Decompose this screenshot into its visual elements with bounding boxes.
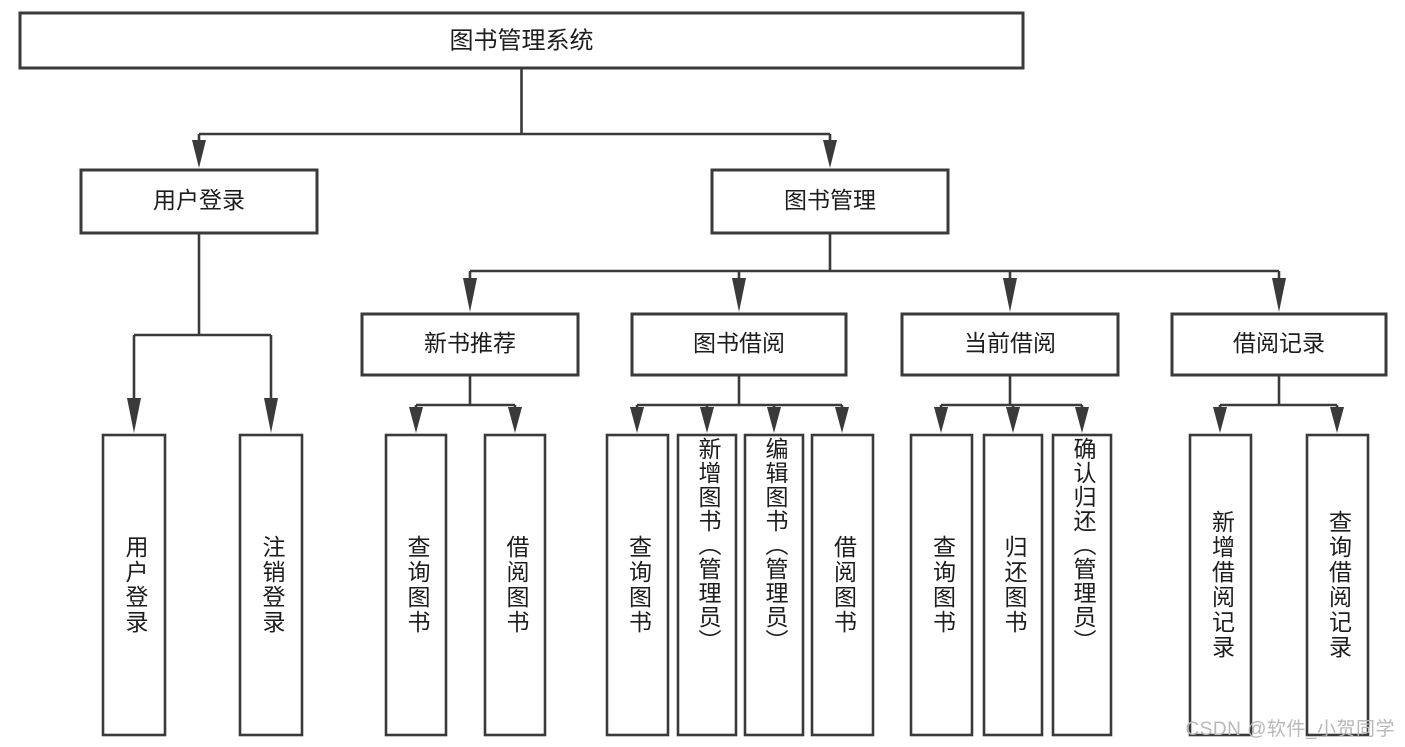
node-book-management[interactable]: 图书管理 <box>710 168 950 235</box>
arrowhead-current-leaf-3 <box>1075 407 1089 433</box>
arrowhead-borrow-leaf-1 <box>630 407 644 433</box>
arrowhead-borrow-leaf-2 <box>700 407 714 433</box>
node-new-book-recommend-box <box>360 312 580 377</box>
arrowhead-to-book-management <box>823 140 837 168</box>
arrowhead-borrow-leaf-3 <box>767 407 781 433</box>
node-root-system[interactable]: 图书管理系统 <box>18 11 1025 70</box>
node-new-book-recommend[interactable]: 新书推荐 <box>360 312 580 377</box>
arrowhead-records-leaf-1 <box>1213 407 1227 433</box>
arrowhead-current-leaf-1 <box>934 407 948 433</box>
leaf-box-logout[interactable] <box>238 433 304 737</box>
leaf-box-query-borrow-record[interactable] <box>1305 433 1370 737</box>
node-book-management-box <box>710 168 950 235</box>
leaf-box-user-login[interactable] <box>101 433 167 737</box>
arrowhead-to-current-borrow <box>1003 278 1017 312</box>
connector-group-new-book-rec <box>409 375 522 433</box>
leaf-box-add-book-admin[interactable] <box>676 433 738 737</box>
node-current-borrow[interactable]: 当前借阅 <box>900 312 1120 377</box>
node-current-borrow-label: 当前借阅 <box>964 330 1056 356</box>
leaf-box-borrow-books-rec[interactable] <box>483 433 547 737</box>
arrowhead-newbook-leaf-2 <box>508 407 522 433</box>
arrowhead-to-borrow-records <box>1272 278 1286 312</box>
arrowhead-current-leaf-2 <box>1006 407 1020 433</box>
connector-group-current-borrow <box>934 375 1089 433</box>
node-book-borrow[interactable]: 图书借阅 <box>630 312 848 377</box>
node-borrow-records-box <box>1170 312 1388 377</box>
node-current-borrow-box <box>900 312 1120 377</box>
arrowhead-records-leaf-2 <box>1330 407 1344 433</box>
arrowhead-to-new-book-rec <box>463 278 477 312</box>
leaf-box-return-books[interactable] <box>982 433 1044 737</box>
leaf-box-query-books-current[interactable] <box>909 433 974 737</box>
node-root-system-label: 图书管理系统 <box>450 27 594 54</box>
leaf-box-borrow-books[interactable] <box>810 433 875 737</box>
leaf-box-add-borrow-record[interactable] <box>1188 433 1253 737</box>
leaf-box-query-books-rec[interactable] <box>384 433 448 737</box>
connector-group-borrow-records <box>1213 375 1344 433</box>
node-user-login-box <box>79 168 319 235</box>
node-user-login[interactable]: 用户登录 <box>79 168 319 235</box>
leaf-box-confirm-return-admin[interactable] <box>1051 433 1113 737</box>
node-user-login-label: 用户登录 <box>153 187 245 213</box>
node-new-book-recommend-label: 新书推荐 <box>424 330 516 356</box>
connector-group-book-borrow <box>630 375 849 433</box>
connector-group-user-login <box>127 233 278 433</box>
node-book-borrow-box <box>630 312 848 377</box>
connector-group-root <box>192 68 837 168</box>
arrowhead-to-leaf-user-login <box>127 398 141 433</box>
arrowhead-to-book-borrow <box>732 278 746 312</box>
arrowhead-to-leaf-logout <box>264 398 278 433</box>
leaf-box-query-books-borrow[interactable] <box>605 433 670 737</box>
node-root-system-box <box>18 11 1025 70</box>
node-borrow-records[interactable]: 借阅记录 <box>1170 312 1388 377</box>
leaf-box-edit-book-admin[interactable] <box>743 433 805 737</box>
node-borrow-records-label: 借阅记录 <box>1233 330 1325 356</box>
arrowhead-newbook-leaf-1 <box>409 407 423 433</box>
arrowhead-borrow-leaf-4 <box>835 407 849 433</box>
connector-group-book-management <box>463 233 1286 312</box>
arrowhead-to-user-login <box>192 140 206 168</box>
node-book-management-label: 图书管理 <box>784 187 876 213</box>
leaf-boxes <box>101 433 1370 737</box>
node-book-borrow-label: 图书借阅 <box>693 330 785 356</box>
